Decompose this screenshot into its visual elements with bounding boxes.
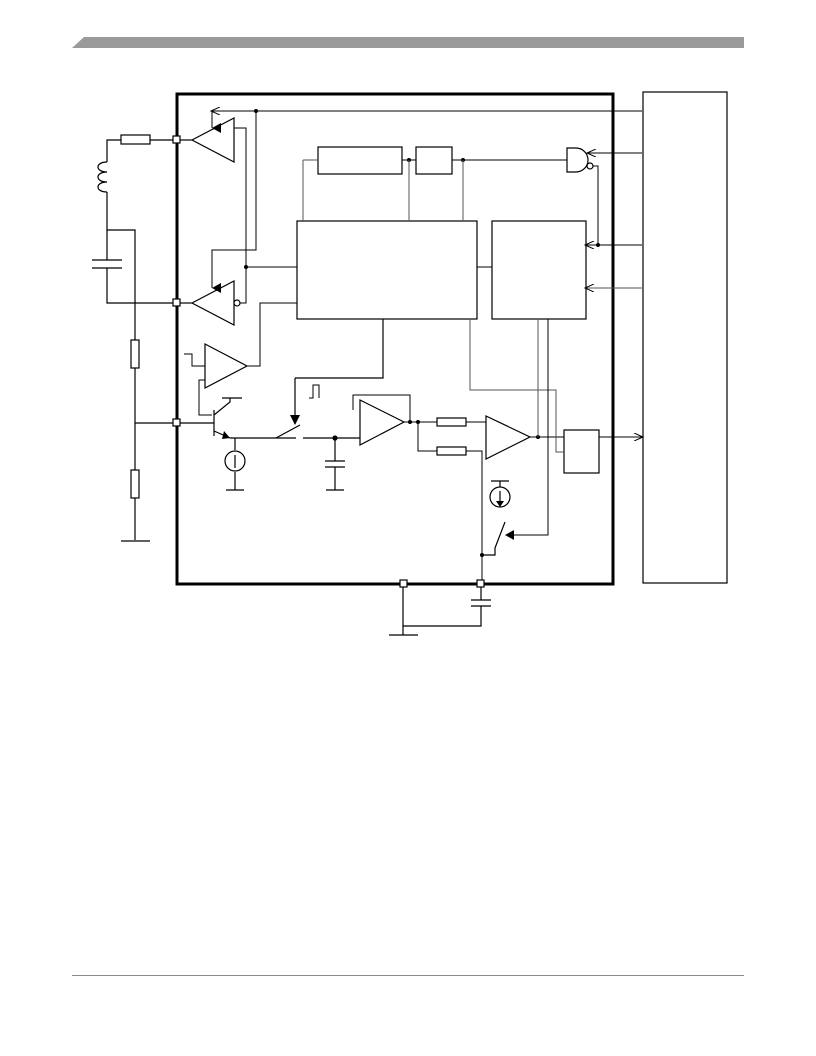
hold-capacitor xyxy=(303,435,360,491)
resistor-r1 xyxy=(436,417,467,427)
register-block xyxy=(491,220,587,320)
page-footer-rule xyxy=(72,975,744,976)
external-ground-network xyxy=(389,587,491,636)
divider-block xyxy=(415,146,453,175)
external-capacitor xyxy=(92,230,176,304)
external-inductor xyxy=(97,139,136,240)
pin-left-3 xyxy=(172,418,181,427)
and-gate xyxy=(566,147,594,173)
driver-buffer-top xyxy=(190,117,235,163)
comparator-mid xyxy=(204,343,249,389)
transistor xyxy=(180,397,296,439)
circuit-block-diagram xyxy=(92,91,728,636)
pin-bottom-1 xyxy=(399,579,408,588)
current-source-left xyxy=(224,438,246,491)
oscillator-block xyxy=(317,146,403,175)
external-resistor-top xyxy=(120,134,151,145)
pin-bottom-2 xyxy=(476,579,485,588)
driver-buffer-bottom xyxy=(190,280,241,326)
page-header-bar xyxy=(72,37,744,48)
output-amplifier xyxy=(485,415,532,460)
resistor-r2 xyxy=(436,446,467,456)
controller-block xyxy=(642,91,728,584)
output-block xyxy=(563,429,600,474)
pin-left-2 xyxy=(172,298,181,307)
external-divider xyxy=(121,240,176,542)
chip-boundary xyxy=(175,92,615,586)
buffer-amplifier xyxy=(359,399,406,446)
pin-left-1 xyxy=(172,135,181,144)
control-logic-block xyxy=(296,220,478,320)
